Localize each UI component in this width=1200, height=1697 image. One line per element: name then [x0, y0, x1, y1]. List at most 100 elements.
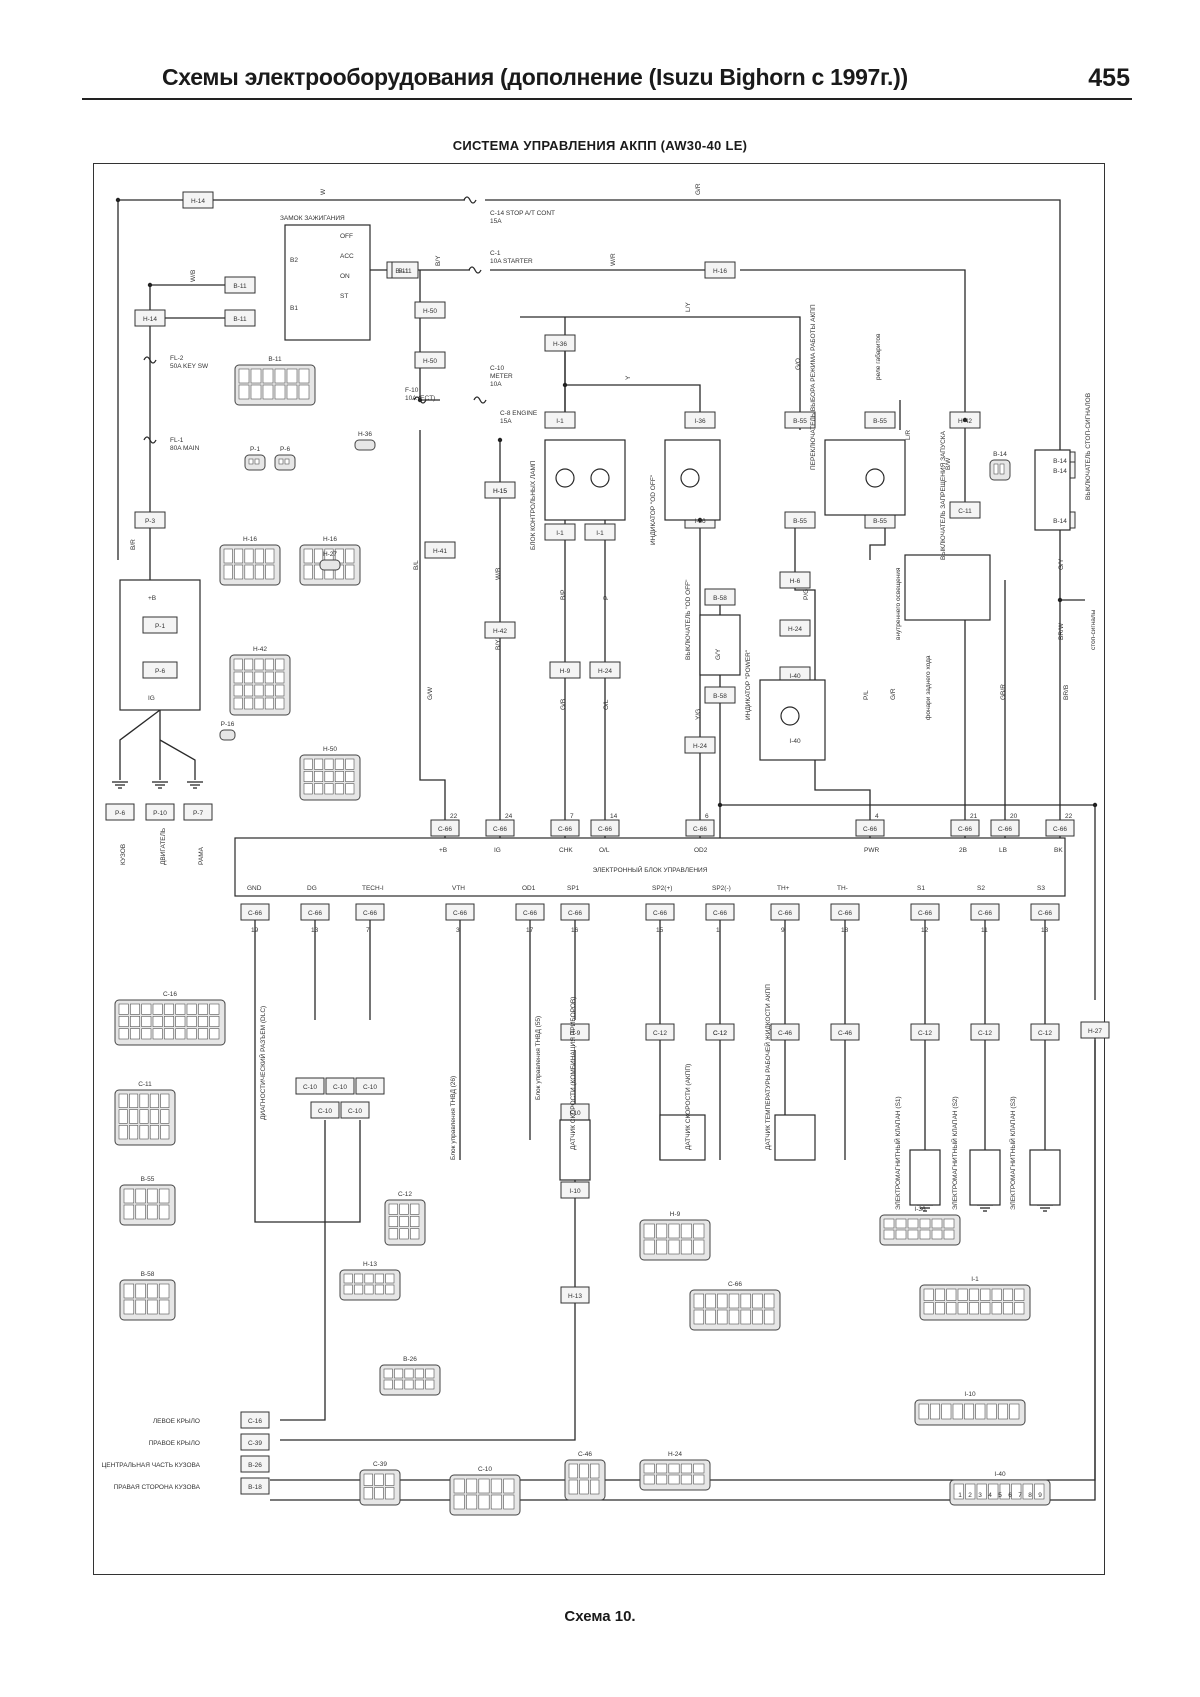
connector-cavity	[264, 658, 274, 671]
label-sol3: ЭЛЕКТРОМАГНИТНЫЙ КЛАПАН (S3)	[1008, 1096, 1017, 1210]
connector-cavity	[275, 697, 285, 710]
wire-color-label: B/W	[945, 457, 952, 470]
connector-cavity	[693, 1309, 705, 1325]
connector-cavity	[693, 1463, 705, 1474]
speed-sensor	[559, 1119, 591, 1181]
ecu-top-pin-name: 2B	[959, 847, 967, 854]
connector-cavity	[740, 1309, 751, 1325]
connector-i-1	[584, 523, 616, 541]
connector-c-12-label: C-12	[978, 1030, 992, 1037]
connector-h-50	[414, 351, 446, 369]
connector-h-24-label: H-24	[598, 668, 612, 675]
wire-color-label: BR/B	[1063, 685, 1070, 700]
ecu-bottom-pin-name: TH+	[777, 885, 790, 892]
connector-cavity	[275, 684, 285, 697]
ecu-bottom-pin-name: TECH-I	[362, 885, 384, 892]
connector-cavity	[410, 1216, 420, 1227]
connector-cavity	[254, 671, 264, 684]
connector-cavity	[130, 1016, 140, 1027]
ecu-bottom-connector-label: C-66	[653, 910, 667, 917]
label-reverse: фонари заднего хода	[925, 655, 932, 720]
connector-cavity	[248, 458, 254, 465]
wire-color-label: P/G	[803, 589, 810, 600]
connector-cavity	[152, 1028, 163, 1040]
connector-view-label: I-40	[994, 1471, 1006, 1478]
connector-cavity	[976, 1483, 987, 1500]
connector-cavity	[324, 783, 334, 795]
connector-cavity	[957, 1302, 968, 1315]
fuse-main-label: 80A MAIN	[170, 445, 200, 452]
diag-connector-label: C-10	[303, 1084, 317, 1091]
connector-cavity	[130, 1028, 140, 1040]
connector-cavity	[680, 1463, 692, 1474]
neutral-start-switch	[904, 554, 991, 621]
connector-cavity	[991, 1288, 1002, 1301]
connector-cavity	[129, 1093, 139, 1108]
label-to-gauge: внутреннего освещения	[895, 567, 902, 640]
connector-p-3	[134, 511, 166, 529]
s2-solenoid	[969, 1149, 1001, 1206]
connector-c-12-label: C-12	[653, 1030, 667, 1037]
connector-cavity	[383, 1368, 393, 1379]
connector-cavity	[643, 1474, 655, 1485]
connector-cavity	[354, 1284, 364, 1295]
connector-cavity	[118, 1028, 129, 1040]
connector-cavity	[254, 684, 264, 697]
connector-cavity	[149, 1109, 159, 1124]
connector-cavity	[139, 1109, 149, 1124]
ecu-top-connector-label: C-66	[438, 826, 452, 833]
connector-cavity	[931, 1218, 943, 1229]
connector-cavity	[975, 1403, 986, 1420]
ecu-bottom-connector-label: C-66	[453, 910, 467, 917]
wire-b-right	[720, 804, 1096, 1000]
connector-h-42	[484, 621, 516, 639]
connector-h-41	[424, 541, 456, 559]
relay-p-1	[142, 616, 178, 634]
connector-cavity	[238, 368, 250, 384]
connector-h-14-label: H-14	[143, 316, 157, 323]
connector-cavity	[705, 1293, 716, 1309]
connector-cavity	[998, 1403, 1008, 1420]
connector-cavity	[656, 1463, 668, 1474]
ecu-bottom-connector	[355, 903, 385, 921]
junction-dot	[115, 197, 121, 203]
connector-h-6	[779, 571, 811, 589]
diag-connector-label: C-10	[348, 1108, 362, 1115]
ecu-top-pin: 21	[970, 813, 978, 820]
connector-cavity	[414, 1379, 424, 1390]
connector-cavity	[303, 783, 313, 795]
wire-color-label: B/Y	[435, 255, 442, 266]
connector-view-label: P-1	[250, 446, 261, 453]
connector-cavity	[129, 1109, 139, 1124]
page-title: Схемы электрооборудования (дополнение (I…	[162, 64, 908, 90]
connector-cavity	[324, 771, 334, 782]
connector-h-24	[684, 736, 716, 754]
wire-gw	[419, 430, 446, 855]
ecu-top-pin-name: CHK	[559, 847, 573, 854]
connector-cavity	[314, 564, 324, 580]
connector-cavity	[953, 1483, 964, 1500]
junction-dot	[697, 517, 703, 523]
connector-view-label: H-13	[363, 1261, 377, 1268]
wire-color-label: O/L	[603, 699, 610, 710]
connector-cavity	[668, 1239, 680, 1255]
connector-cavity	[693, 1474, 705, 1485]
connector-cavity	[1014, 1288, 1025, 1301]
connector-cavity	[160, 1109, 170, 1124]
connector-i-1	[544, 523, 576, 541]
connector-view-label: C-10	[478, 1466, 492, 1473]
plug-pin-label: 7	[1018, 1492, 1022, 1499]
connector-cavity	[152, 1003, 163, 1015]
wire-color-label: W/B	[190, 270, 197, 282]
connector-cavity	[141, 1016, 152, 1027]
connector-cavity	[175, 1028, 186, 1040]
connector-cavity	[988, 1483, 999, 1500]
connector-cavity	[1014, 1302, 1025, 1315]
label-mode-switch: ПЕРЕКЛЮЧАТЕЛЬ ВЫБОРА РЕЖИМА РАБОТЫ АКПП	[810, 304, 817, 470]
wire-color-label: B/R	[130, 539, 137, 550]
ground-p-10	[145, 803, 175, 821]
ecu-bottom-connector	[770, 903, 800, 921]
connector-cavity	[668, 1463, 680, 1474]
connector-view-label: B-55	[141, 1176, 155, 1183]
connector-cavity	[118, 1109, 128, 1124]
